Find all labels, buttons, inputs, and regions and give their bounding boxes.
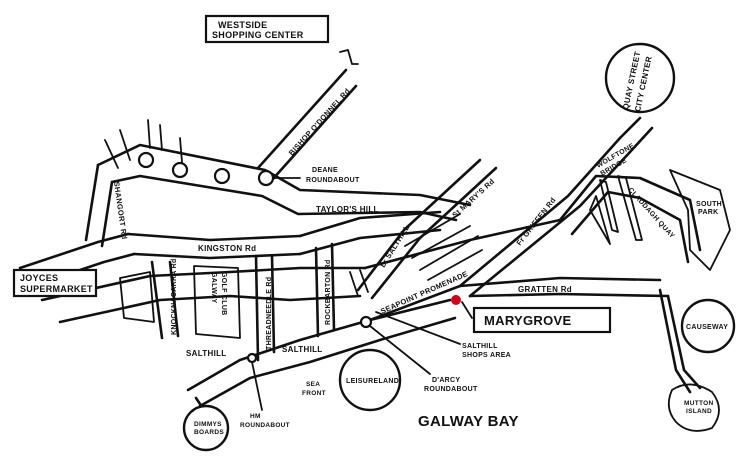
mutton-line-2: ISLAND [686,408,712,415]
joyces-box: JOYCES SUPERMARKET [12,268,98,298]
label-salthill-west: SALTHILL [186,349,226,358]
west-block [119,271,155,323]
deane-line-2: ROUNDABOUT [306,177,360,184]
dimmy-line-1: DIMMYS [194,421,222,428]
kingston-road [126,232,302,260]
marygrove-marker[interactable] [451,295,461,305]
leisureland-label: LEISURELAND [346,378,399,385]
deane-line-1: DEANE [312,167,338,174]
causeway-circle: CAUSEWAY [680,298,736,354]
quay-street-circle: QUAY STREET CITY CENTER [604,42,676,114]
westside-line-1: WESTSIDE [218,20,267,30]
dimmy-circle: DIMMYS BOARDS [182,404,230,452]
golf-block [193,265,241,339]
mutton-line-1: MUTTON [684,400,713,407]
salthill-shops-line-1: SALTHILL [462,343,498,350]
salthill-shops-line-2: SHOPS AREA [462,352,511,359]
dimmy-line-2: BOARDS [194,429,224,436]
westside-line-2: SHOPPING CENTER [212,30,304,40]
roundabout-1 [137,151,155,169]
galway-bay-label: GALWAY BAY [418,413,519,430]
joyces-line-2: SUPERMARKET [20,284,93,294]
marygrove-box: MARYGROVE [472,306,612,334]
label-rockbarton: ROCKBARTON Rd [325,259,332,325]
darcy-roundabout-mark [359,315,373,329]
st-marys-road [402,158,498,240]
joyces-line-1: JOYCES [20,273,58,283]
hm-roundabout-mark [246,352,258,364]
lr-salthill-road [356,228,422,300]
sea-front-line-2: FRONT [302,390,326,397]
upper-ring-road [96,143,472,207]
label-taylors-hill: TAYLOR'S HILL [316,205,379,214]
label-bishop: BISHOP O'DONNEL Rd [287,86,352,157]
sea-front-line-1: SEA [306,381,320,388]
label-salthill-east: SALTHILL [282,345,322,354]
golf-line-2: GOLF CLUB [220,272,227,316]
westside-access [339,49,359,65]
golf-line-1: GALWAY [210,272,217,304]
salthill-main-road [40,266,367,324]
label-seapoint: SEAPOINT PROMENADE [379,269,469,316]
label-knocknacarra: KNOCKNACARRA Rd [171,258,178,335]
causeway-label: CAUSEWAY [686,324,728,331]
knocknacarra-road [150,260,180,340]
roundabout-3 [213,167,231,185]
mutton-island-shape [667,383,720,432]
bishop-odonnel-road [256,68,358,182]
roundabouts [137,151,373,364]
road-network [18,49,731,432]
label-st-marys: St MARY'S Rd [450,177,496,220]
south-park-line-2: PARK [698,209,719,216]
claddagh-quay-road [558,174,702,264]
hatched-blocks [349,213,483,297]
label-kingston: KINGSTON Rd [198,244,256,253]
hm-line-2: ROUNDABOUT [240,422,290,429]
place-labels: DEANE ROUNDABOUT SALTHILL SHOPS AREA D'A… [240,167,722,429]
darcy-line-1: D'ARCY [432,377,460,384]
shangort-road [84,163,114,248]
westside-box: WESTSIDE SHOPPING CENTER [204,14,330,44]
spurs-top [104,119,183,169]
rockbarton-road [314,242,336,338]
south-park-line-1: SOUTH [696,201,722,208]
roundabout-2 [171,161,189,179]
wolftone-to-quay [618,116,654,154]
lower-salthill-coast [186,298,457,408]
taylors-hill-road [298,210,442,256]
marygrove-label: MARYGROVE [484,313,571,328]
galway-golf-label: GALWAY GOLF CLUB [210,272,227,316]
south-park-outline [669,169,731,271]
deane-roundabout-mark [257,169,275,187]
label-threadneedle: THREADNEEDLE Rd [266,277,273,350]
threadneedle-road [254,254,276,362]
leisureland-circle: LEISURELAND [338,348,402,412]
hm-line-1: HM [250,413,261,420]
label-gratten: GRATTEN Rd [518,285,572,294]
fr-griffen-road [458,136,632,298]
pointer-lines [251,177,473,411]
claddagh-blocks [589,175,643,245]
darcy-line-2: ROUNDABOUT [424,386,478,393]
label-shangort: SHANGORT Rd [112,181,129,240]
gratten-road [458,276,670,298]
